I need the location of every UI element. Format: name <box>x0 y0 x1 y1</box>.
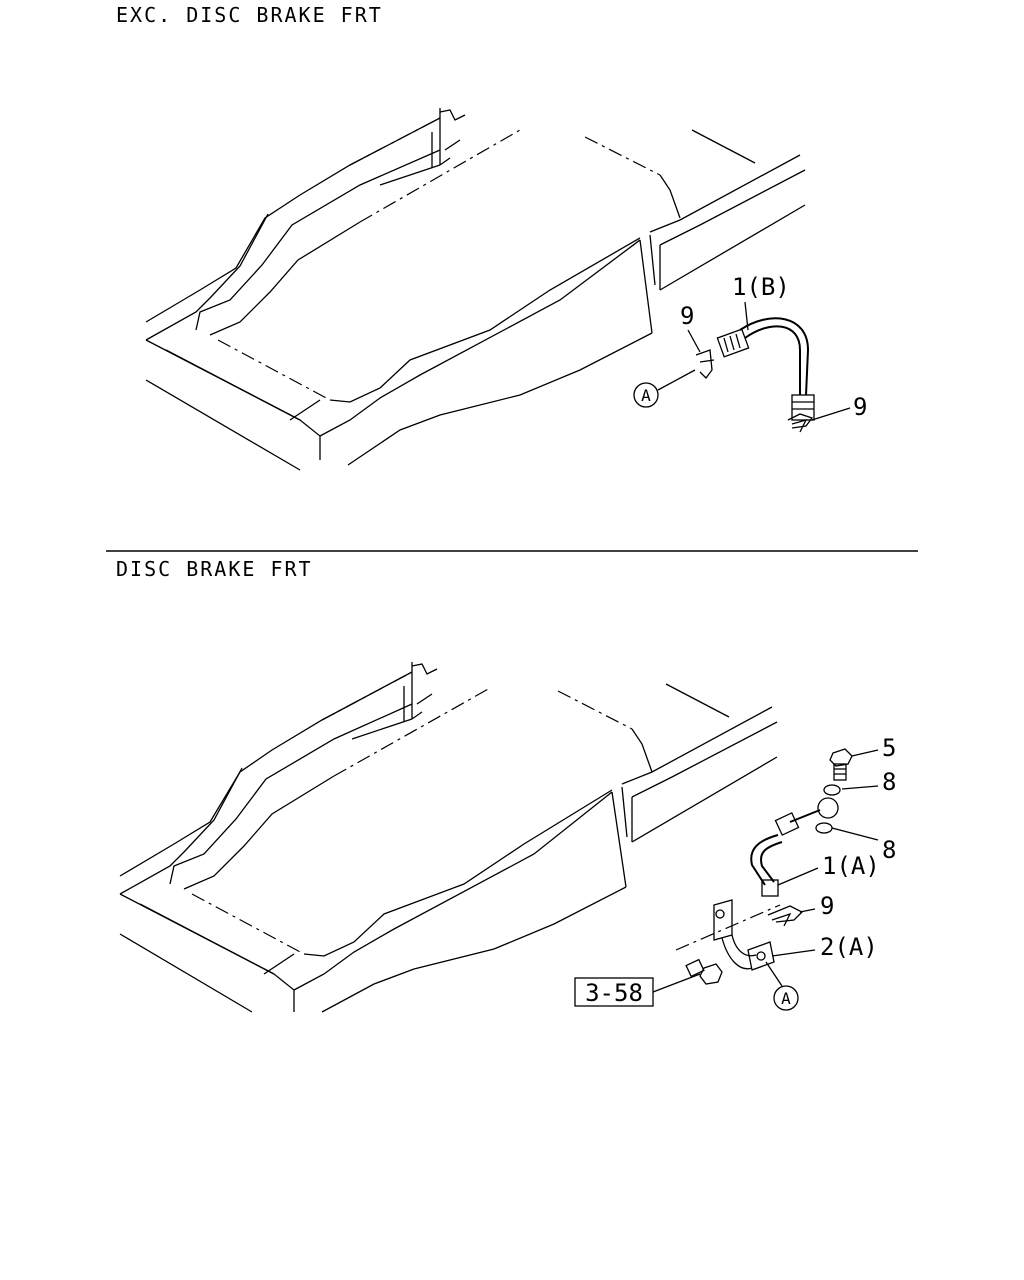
callout-9: 9 <box>820 892 834 920</box>
leader-line <box>799 908 816 913</box>
callout-1a: 1(A) <box>822 852 880 880</box>
clip-9-right <box>787 413 814 433</box>
leader-line <box>771 949 816 957</box>
bolt-5 <box>829 748 853 781</box>
clip-9-left <box>695 349 715 379</box>
section-title: DISC BRAKE FRT <box>116 557 313 581</box>
leader-line <box>657 369 696 391</box>
leader-line <box>851 749 879 757</box>
brake-hose-1a <box>750 797 839 897</box>
ref-marker-circle <box>633 382 659 408</box>
callout-2a: 2(A) <box>820 933 878 961</box>
leader-line <box>675 904 781 951</box>
section-disc-brake: DISC BRAKE FRT <box>116 557 896 1013</box>
frame-drawing <box>119 662 778 1013</box>
callout-9-left: 9 <box>680 302 694 330</box>
section-title: EXC. DISC BRAKE FRT <box>116 3 383 27</box>
leader-line <box>687 329 701 353</box>
ref-marker-a: A <box>781 989 791 1008</box>
leader-line <box>831 827 879 841</box>
leader-line <box>841 785 879 790</box>
frame-drawing <box>145 108 806 471</box>
callout-8-bottom: 8 <box>882 836 896 864</box>
clip-9 <box>767 905 804 927</box>
callout-9-right: 9 <box>853 393 867 421</box>
callout-5: 5 <box>882 734 896 762</box>
leader-line <box>652 973 701 993</box>
leader-line <box>811 407 851 421</box>
ref-marker-a: A <box>641 386 651 405</box>
washer-8-bottom <box>815 822 833 834</box>
leader-line <box>765 961 783 987</box>
section-exc-disc-brake: EXC. DISC BRAKE FRT <box>116 3 867 471</box>
callout-8-top: 8 <box>882 768 896 796</box>
ref-marker-circle <box>773 985 799 1011</box>
brake-hose-1b <box>716 317 815 421</box>
ref-box-label: 3-58 <box>585 979 643 1007</box>
callout-1b: 1(B) <box>732 273 790 301</box>
leader-line <box>744 301 749 331</box>
washer-8-top <box>823 784 841 796</box>
bracket-2a <box>713 899 775 971</box>
leader-line <box>777 867 819 886</box>
bolt-3-58 <box>685 958 723 985</box>
